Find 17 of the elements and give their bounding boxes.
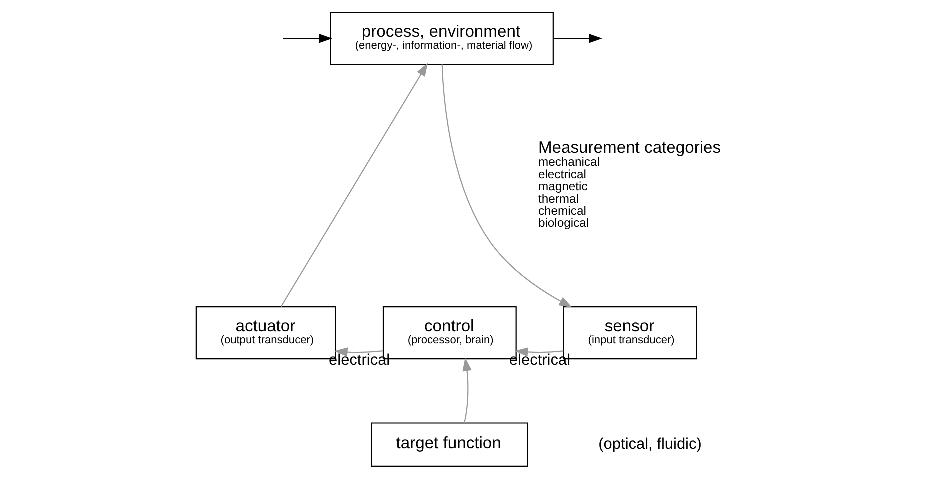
arrow bbox=[441, 64, 572, 308]
label: thermal bbox=[538, 192, 579, 206]
node-box: process, environment (energy-, information-, material flow) bbox=[330, 12, 554, 66]
label: Measurement categories bbox=[538, 138, 721, 158]
label: electrical bbox=[538, 167, 586, 182]
arrow bbox=[462, 358, 472, 424]
label: mechanical bbox=[538, 155, 600, 170]
label: chemical bbox=[538, 204, 586, 218]
label: magnetic bbox=[538, 180, 588, 194]
node-box: target function bbox=[370, 422, 528, 467]
arrow bbox=[280, 63, 428, 307]
label: (optical, fluidic) bbox=[598, 436, 702, 453]
arrow bbox=[553, 34, 602, 44]
arrow bbox=[514, 348, 564, 357]
label: biological bbox=[538, 216, 589, 230]
arrow bbox=[282, 34, 332, 44]
arrow bbox=[334, 348, 383, 357]
